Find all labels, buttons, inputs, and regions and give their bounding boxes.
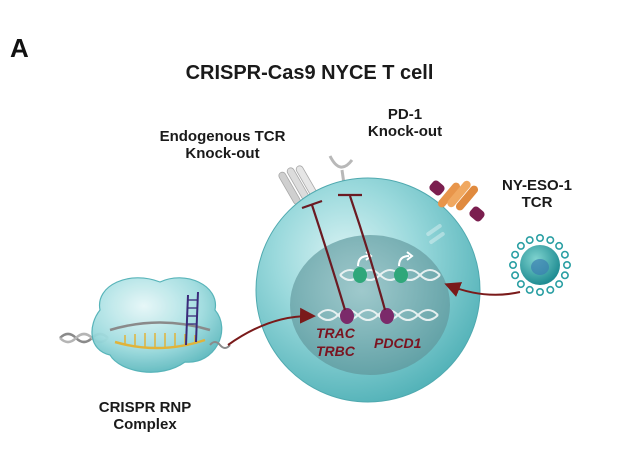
label-nyeso-line1: NY-ESO-1 (501, 177, 573, 194)
label-endogenous-tcr-knockout: Endogenous TCR Knock-out (155, 128, 290, 163)
virus-spike-icon (516, 280, 525, 289)
guide-rna-strand (114, 338, 206, 350)
label-pd1-line2: Knock-out (367, 123, 443, 141)
label-pd1-line1: PD-1 (387, 106, 423, 123)
label-endogenous-tcr-line1: Endogenous TCR (159, 128, 286, 145)
virus-spike-icon (535, 234, 544, 243)
promoter-marker-icon (353, 251, 414, 283)
virus-spike-icon (535, 287, 544, 296)
label-pd1-knockout: PD-1 Knock-out (360, 106, 450, 141)
label-rnp-line2: Complex (113, 416, 177, 434)
virus-spike-icon (555, 280, 564, 289)
virus-spike-icon (546, 236, 555, 245)
knockout-inhibition-line-pd1 (338, 193, 387, 311)
delivery-arrow-vector (444, 282, 521, 297)
label-endogenous-tcr-line2: Knock-out (185, 145, 260, 163)
panel-label: A (10, 33, 29, 63)
knockout-inhibition-line-tcr (301, 199, 347, 311)
virus-spike-icon (511, 250, 520, 259)
label-nyeso-line2: TCR (521, 194, 553, 212)
virus-spike-icon (525, 236, 534, 245)
tracr-rna-hairpin (185, 294, 189, 346)
gene-label-pdcd1: PDCD1 (374, 335, 422, 351)
label-nyeso-tcr: NY-ESO-1 TCR (482, 177, 592, 212)
virus-spike-icon (560, 250, 569, 259)
figure-title: CRISPR-Cas9 NYCE T cell (185, 62, 434, 84)
virus-spike-icon (555, 241, 564, 250)
nyeso-tcr-receptor-icon (429, 180, 485, 222)
edit-site-trac-icon (340, 308, 354, 324)
cas9-protein-blob (91, 277, 223, 373)
virus-spike-icon (560, 271, 569, 280)
edit-site-pdcd1-icon (380, 308, 394, 324)
virus-spike-icon (525, 285, 534, 294)
virus-spike-icon (508, 260, 517, 269)
membrane-marks (426, 223, 445, 245)
delivery-arrow-rnp (227, 307, 316, 346)
gene-label-trbc: TRBC (316, 343, 355, 359)
virus-spike-icon (546, 285, 555, 294)
virus-spike-icon (562, 260, 571, 269)
label-crispr-rnp-complex: CRISPR RNP Complex (85, 399, 205, 434)
endogenous-tcr-receptor-icon (278, 165, 320, 205)
virus-spike-icon (516, 241, 525, 250)
label-rnp-line1: CRISPR RNP (98, 399, 192, 416)
crispr-rnp-complex-icon (59, 277, 231, 373)
gene-label-trac: TRAC (316, 325, 355, 341)
dna-helix-lower (317, 309, 439, 321)
nyeso-vector-virus-icon (508, 234, 571, 296)
cd3-chain-icon (429, 180, 445, 196)
virus-spike-icon (511, 271, 520, 280)
